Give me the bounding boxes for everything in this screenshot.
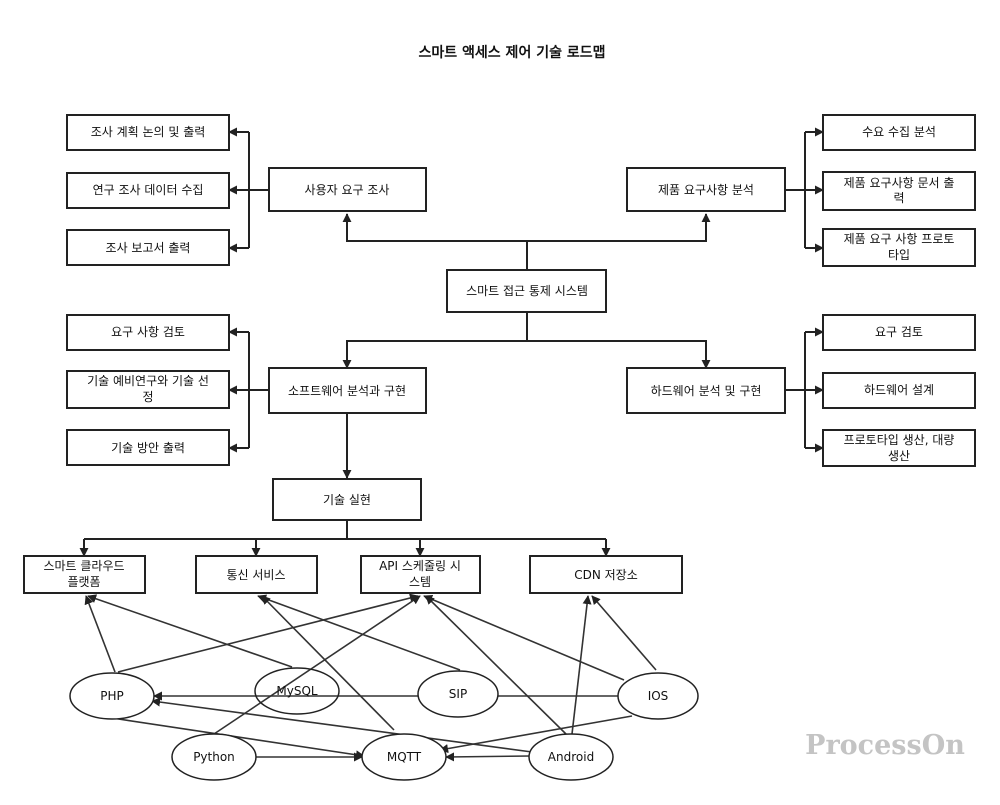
node-survey-report[interactable]: 조사 보고서 출력 xyxy=(66,229,230,266)
node-req-review[interactable]: 요구 사항 검토 xyxy=(66,314,230,351)
node-tech-plan-label: 기술 방안 출력 xyxy=(111,441,185,455)
edge-php-to-mqtt xyxy=(111,717,365,760)
edge-ios-to-api xyxy=(423,594,625,681)
tech-android-label: Android xyxy=(548,750,594,764)
tech-python[interactable]: Python xyxy=(171,733,257,781)
edge-android-to-mqtt xyxy=(445,752,531,762)
edge-product-bus xyxy=(785,132,806,248)
node-tech-preresearch-label-1: 기술 예비연구와 기술 선 xyxy=(87,374,209,388)
edge-mysql-to-cloud xyxy=(87,594,293,668)
node-tech-impl[interactable]: 기술 실현 xyxy=(272,478,422,521)
tech-sip[interactable]: SIP xyxy=(417,670,499,718)
edge-user-survey-bus xyxy=(248,132,269,248)
node-req-review-label: 요구 사항 검토 xyxy=(111,325,185,339)
node-api-label-1: API 스케줄링 시 xyxy=(379,559,461,573)
edges xyxy=(79,127,824,762)
node-cloud-label-1: 스마트 클라우드 xyxy=(43,559,124,573)
node-product-proto-label-1: 제품 요구 사항 프로토 xyxy=(844,232,955,246)
node-product-analysis[interactable]: 제품 요구사항 분석 xyxy=(626,167,786,212)
node-research-data-label: 연구 조사 데이터 수집 xyxy=(93,183,204,197)
edge-php-to-cloud xyxy=(84,595,116,673)
node-root-label: 스마트 접근 통제 시스템 xyxy=(466,284,588,298)
node-research-data[interactable]: 연구 조사 데이터 수집 xyxy=(66,172,230,209)
node-software[interactable]: 소프트웨어 분석과 구현 xyxy=(268,367,427,414)
edge-root-up-right xyxy=(527,213,711,242)
edge-android-to-cdn xyxy=(571,595,592,735)
node-tech-preresearch-label-2: 정 xyxy=(142,390,153,404)
tech-python-label: Python xyxy=(193,750,235,764)
tech-mysql-label: MySQL xyxy=(276,684,318,698)
edge-php-to-api xyxy=(117,593,419,673)
node-mass-prod-label-2: 생산 xyxy=(888,449,910,463)
edge-impl-bus xyxy=(84,520,606,540)
node-req-check[interactable]: 요구 검토 xyxy=(822,314,976,351)
edge-root-down-right xyxy=(527,340,711,369)
tech-ios-label: IOS xyxy=(648,689,669,703)
node-hw-design-label: 하드웨어 설계 xyxy=(864,383,934,397)
node-user-survey[interactable]: 사용자 요구 조사 xyxy=(268,167,427,212)
node-product-proto-label-2: 타입 xyxy=(888,248,910,262)
node-cdn[interactable]: CDN 저장소 xyxy=(529,555,683,594)
tech-php[interactable]: PHP xyxy=(69,672,155,720)
nodes: 스마트 접근 통제 시스템 사용자 요구 조사 조사 계획 논의 및 출력 연구… xyxy=(23,114,976,781)
node-req-check-label: 요구 검토 xyxy=(875,325,923,339)
node-demand-collect-label: 수요 수집 분석 xyxy=(862,125,936,139)
node-hw-design[interactable]: 하드웨어 설계 xyxy=(822,372,976,409)
tech-sip-label: SIP xyxy=(449,687,467,701)
node-api[interactable]: API 스케줄링 시 스템 xyxy=(360,555,481,594)
node-comm-label: 통신 서비스 xyxy=(226,568,285,582)
node-root[interactable]: 스마트 접근 통제 시스템 xyxy=(446,269,607,313)
node-comm[interactable]: 통신 서비스 xyxy=(195,555,318,594)
node-cloud-label-2: 플랫폼 xyxy=(67,575,100,589)
edge-python-to-api xyxy=(213,595,421,735)
node-product-doc[interactable]: 제품 요구사항 문서 출 력 xyxy=(822,171,976,211)
node-cdn-label: CDN 저장소 xyxy=(574,568,638,582)
edge-hardware-bus xyxy=(785,332,806,448)
tech-android[interactable]: Android xyxy=(528,733,614,781)
tech-mqtt-label: MQTT xyxy=(387,750,422,764)
node-product-analysis-label: 제품 요구사항 분석 xyxy=(658,183,754,197)
node-api-label-2: 스템 xyxy=(409,575,431,589)
edge-mqtt-to-comm xyxy=(261,595,395,731)
node-hardware-label: 하드웨어 분석 및 구현 xyxy=(651,384,762,398)
node-survey-plan-label: 조사 계획 논의 및 출력 xyxy=(91,125,206,139)
edge-ios-to-cdn xyxy=(591,595,657,671)
node-tech-plan[interactable]: 기술 방안 출력 xyxy=(66,429,230,466)
node-hardware[interactable]: 하드웨어 분석 및 구현 xyxy=(626,367,786,414)
node-mass-prod[interactable]: 프로토타입 생산, 대량 생산 xyxy=(822,429,976,467)
node-software-label: 소프트웨어 분석과 구현 xyxy=(288,384,406,398)
tech-mysql[interactable]: MySQL xyxy=(254,667,340,715)
edge-root-down xyxy=(342,312,528,369)
edge-android-to-php xyxy=(151,697,533,753)
node-product-proto[interactable]: 제품 요구 사항 프로토 타입 xyxy=(822,228,976,267)
node-user-survey-label: 사용자 요구 조사 xyxy=(305,183,390,197)
edge-software-bus xyxy=(248,332,269,448)
node-product-doc-label-1: 제품 요구사항 문서 출 xyxy=(844,176,955,190)
node-survey-report-label: 조사 보고서 출력 xyxy=(106,241,191,255)
tech-php-label: PHP xyxy=(100,689,124,703)
processon-watermark: ProcessOn xyxy=(805,730,965,761)
node-tech-impl-label: 기술 실현 xyxy=(323,493,371,507)
edge-sip-to-comm xyxy=(257,594,461,671)
node-cloud[interactable]: 스마트 클라우드 플랫폼 xyxy=(23,555,146,594)
edge-ios-to-mqtt xyxy=(439,715,633,754)
page-title: 스마트 액세스 제어 기술 로드맵 xyxy=(419,44,606,61)
node-product-doc-label-2: 력 xyxy=(893,191,904,205)
tech-mqtt[interactable]: MQTT xyxy=(361,733,447,781)
node-mass-prod-label-1: 프로토타입 생산, 대량 xyxy=(844,433,955,447)
edge-android-to-api xyxy=(425,595,567,735)
node-tech-preresearch[interactable]: 기술 예비연구와 기술 선 정 xyxy=(66,370,230,409)
tech-ios[interactable]: IOS xyxy=(617,672,699,720)
edge-root-up xyxy=(342,213,528,270)
node-demand-collect[interactable]: 수요 수집 분석 xyxy=(822,114,976,151)
node-survey-plan[interactable]: 조사 계획 논의 및 출력 xyxy=(66,114,230,151)
